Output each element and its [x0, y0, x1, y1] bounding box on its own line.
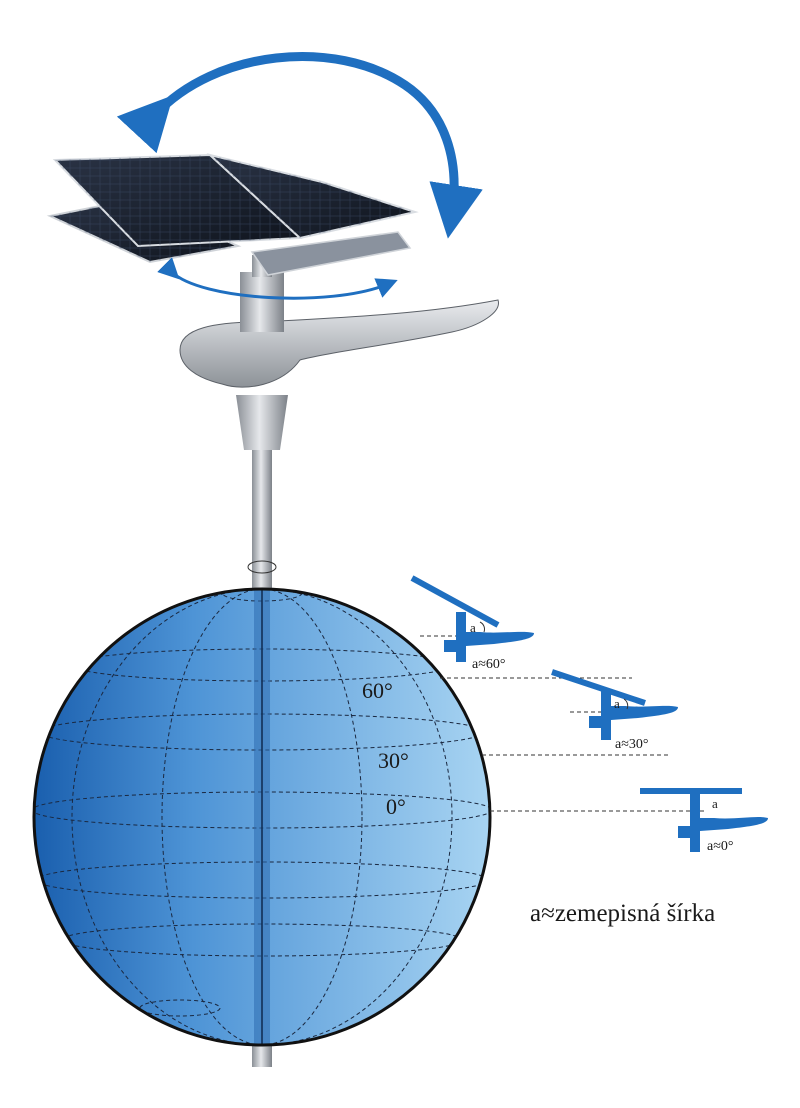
- lamp-icon-30: a a≈30°: [551, 669, 678, 752]
- lamp-icon-panel: [551, 669, 646, 706]
- pole-taper: [236, 395, 288, 450]
- solar-panels: [46, 153, 419, 276]
- latitude-line: [139, 999, 221, 1017]
- lamp-icon-body: [678, 794, 768, 852]
- latitude-label-0: 0°: [386, 794, 406, 819]
- lamp-icon-angle-mark: a: [470, 620, 476, 635]
- lamp-icon-approx-label: a≈60°: [472, 657, 506, 672]
- lamp-icon-panel: [410, 575, 500, 628]
- lamp-head: [179, 299, 499, 388]
- lamp-icon-body: [589, 690, 678, 740]
- longitude-line: [71, 589, 453, 1045]
- panel-mast: [240, 272, 284, 332]
- solar-street-lamp: [46, 52, 499, 1067]
- tilt-rotation-arrow: [116, 52, 483, 239]
- longitude-line: [161, 589, 363, 1045]
- latitude-label-60: 60°: [362, 678, 393, 703]
- azimuth-rotation-arrow: [157, 257, 398, 300]
- lamp-icon-0: a a≈0°: [640, 788, 768, 854]
- lamp-icon-angle-mark: a: [712, 796, 718, 811]
- pole-collar: [247, 560, 277, 574]
- latitude-label-30: 30°: [378, 748, 409, 773]
- lamp-icon-60: a a≈60°: [410, 575, 534, 672]
- lamp-icon-angle-mark: a: [614, 696, 620, 711]
- globe: 60° 30° 0°: [32, 587, 492, 1047]
- lamp-icon-body: [444, 612, 534, 662]
- lamp-icon-approx-label: a≈30°: [615, 737, 649, 752]
- lamp-icon-approx-label: a≈0°: [707, 839, 734, 854]
- globe-outline: [32, 587, 492, 1047]
- latitude-caption: a≈zemepisná šírka: [530, 900, 716, 927]
